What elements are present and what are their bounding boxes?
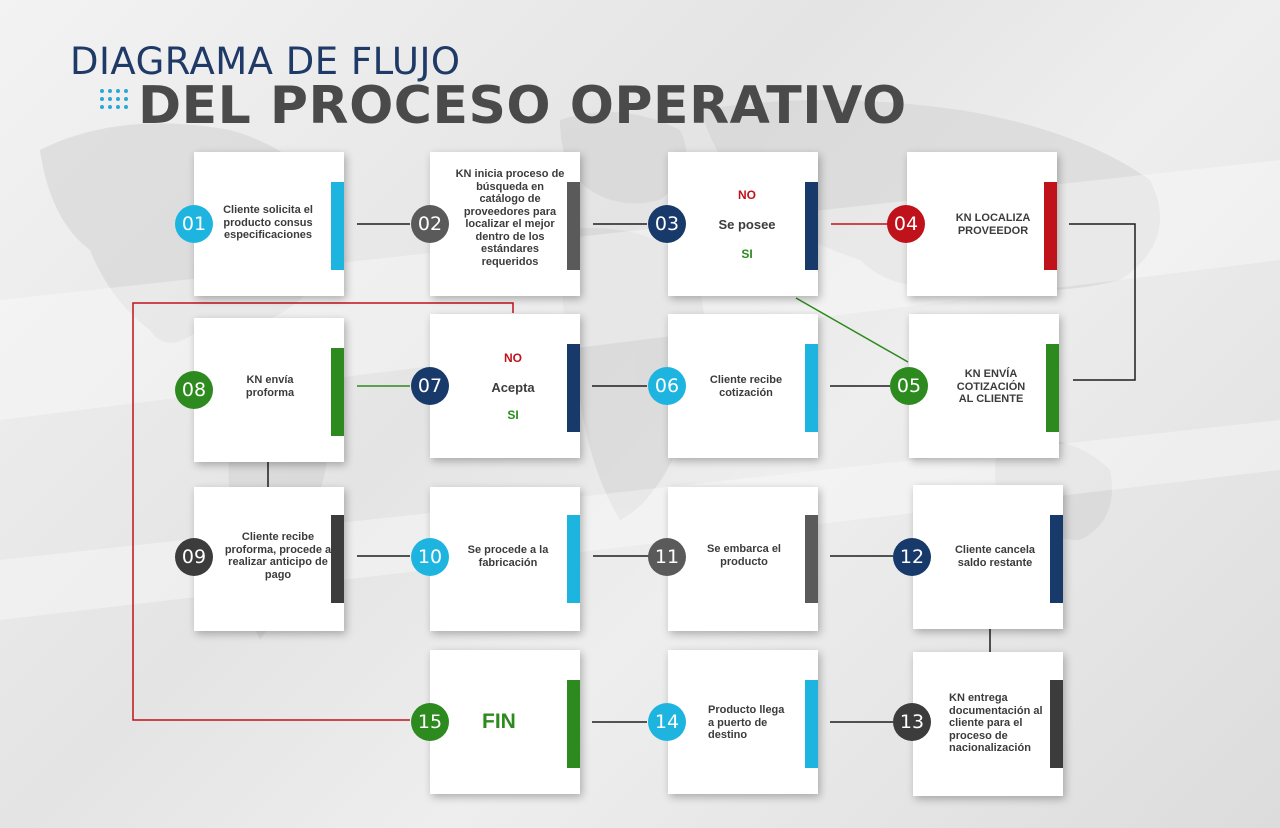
connector-07-15-no [132, 302, 514, 721]
step-card-10: Se procede a la fabricación [430, 487, 580, 631]
step-card-12: Cliente cancela saldo restante [913, 485, 1063, 629]
step-card-03-decision: NO Se posee SI [668, 152, 818, 296]
step-card-09: Cliente recibe proforma, procede a reali… [194, 487, 344, 631]
step-11-text: Se embarca el producto [707, 543, 781, 568]
step-card-14: Producto llega a puerto de destino [668, 650, 818, 794]
decision-03-si: SI [741, 247, 753, 261]
decision-07-si: SI [507, 408, 519, 422]
card-accent-bar [805, 680, 818, 768]
card-accent-bar [567, 515, 580, 603]
connector-03-05-si [795, 297, 909, 363]
step-badge-07: 07 [411, 367, 449, 405]
step-02-text: KN inicia proceso de búsqueda en catálog… [455, 168, 565, 268]
step-card-06: Cliente recibe cotización [668, 314, 818, 458]
step-badge-14: 14 [648, 703, 686, 741]
step-card-05: KN ENVÍA COTIZACIÓN AL CLIENTE [909, 314, 1059, 458]
step-card-04: KN LOCALIZA PROVEEDOR [907, 152, 1057, 296]
card-accent-bar [1050, 515, 1063, 603]
card-accent-bar [1050, 680, 1063, 768]
step-12-text: Cliente cancela saldo restante [954, 544, 1036, 569]
step-01-text: Cliente solicita el producto consus espe… [223, 204, 313, 241]
step-13-text: KN entrega documentación al cliente para… [949, 692, 1043, 754]
step-badge-11: 11 [648, 538, 686, 576]
step-badge-04: 04 [887, 205, 925, 243]
card-accent-bar [331, 348, 344, 436]
step-09-text: Cliente recibe proforma, procede a reali… [224, 531, 332, 581]
step-badge-15: 15 [411, 703, 449, 741]
step-badge-01: 01 [175, 205, 213, 243]
step-14-text: Producto llega a puerto de destino [708, 704, 785, 741]
decision-03-no: NO [738, 188, 756, 202]
card-accent-bar [805, 182, 818, 270]
decision-03-question: Se posee [718, 217, 776, 232]
step-card-13: KN entrega documentación al cliente para… [913, 652, 1063, 796]
step-badge-09: 09 [175, 538, 213, 576]
dots-grid-icon [100, 89, 130, 115]
card-accent-bar [567, 344, 580, 432]
step-badge-08: 08 [175, 371, 213, 409]
step-06-text: Cliente recibe cotización [709, 374, 783, 399]
step-08-text: KN envía proforma [245, 374, 295, 399]
card-accent-bar [1044, 182, 1057, 270]
card-accent-bar [567, 680, 580, 768]
step-badge-05: 05 [890, 367, 928, 405]
step-card-11: Se embarca el producto [668, 487, 818, 631]
card-accent-bar [1046, 344, 1059, 432]
card-accent-bar [331, 182, 344, 270]
step-15-fin-label: FIN [482, 710, 516, 733]
card-accent-bar [805, 515, 818, 603]
step-badge-12: 12 [893, 538, 931, 576]
diagram-title-line2: DEL PROCESO OPERATIVO [138, 76, 907, 136]
step-badge-10: 10 [411, 538, 449, 576]
step-badge-03: 03 [648, 205, 686, 243]
decision-07-question: Acepta [491, 380, 535, 395]
step-05-text: KN ENVÍA COTIZACIÓN AL CLIENTE [956, 368, 1026, 405]
card-accent-bar [331, 515, 344, 603]
step-04-text: KN LOCALIZA PROVEEDOR [955, 212, 1031, 237]
step-card-07-decision: NO Acepta SI [430, 314, 580, 458]
connector-04-05 [1069, 223, 1136, 381]
step-card-15: FIN [430, 650, 580, 794]
step-card-01: Cliente solicita el producto consus espe… [194, 152, 344, 296]
card-accent-bar [567, 182, 580, 270]
step-card-02: KN inicia proceso de búsqueda en catálog… [430, 152, 580, 296]
diagram-title-line1: DIAGRAMA DE FLUJO [70, 40, 461, 83]
step-card-08: KN envía proforma [194, 318, 344, 462]
decision-07-no: NO [504, 351, 522, 365]
step-badge-13: 13 [893, 703, 931, 741]
step-badge-02: 02 [411, 205, 449, 243]
step-badge-06: 06 [648, 367, 686, 405]
card-accent-bar [805, 344, 818, 432]
step-10-text: Se procede a la fabricación [467, 544, 549, 569]
